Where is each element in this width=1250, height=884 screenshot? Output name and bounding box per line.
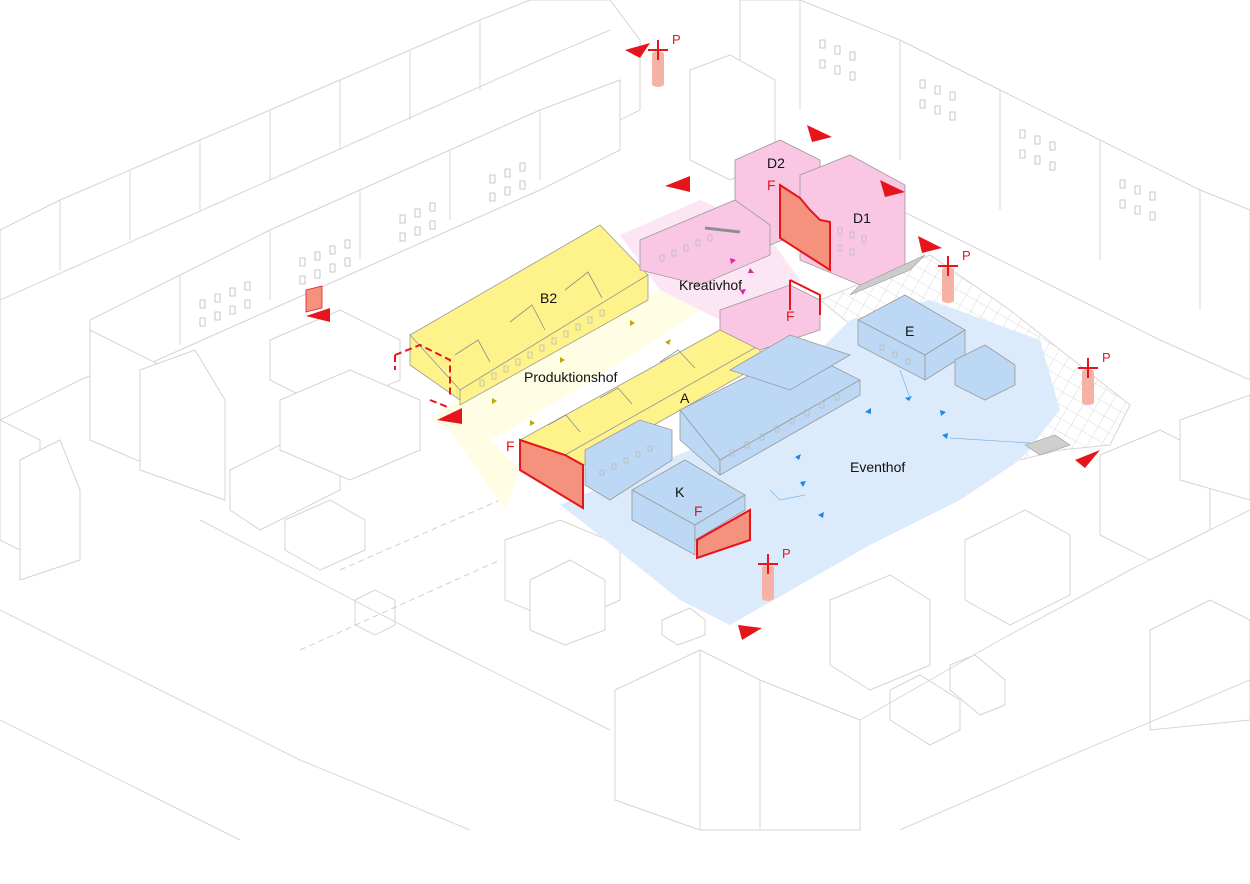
- entrance-arrows: [306, 43, 1100, 640]
- facade-windows-right: [819, 39, 1156, 221]
- arrow-icon: [905, 396, 912, 401]
- arrow-icon: [630, 320, 635, 326]
- building-e: [857, 294, 1016, 401]
- arrow-icon: [865, 408, 871, 414]
- courtyard-label-produktionshof: Produktionshof: [524, 369, 618, 385]
- courtyard-label-kreativhof: Kreativhof: [679, 277, 742, 293]
- building-label-d1: D1: [853, 210, 871, 226]
- entrance-arrow-icon: [918, 236, 942, 253]
- parking-icon: P: [1078, 350, 1111, 405]
- fire-label-k: F: [694, 503, 703, 519]
- entrance-arrow-icon: [437, 408, 462, 424]
- entrance-arrow-icon: [738, 625, 762, 640]
- building-label-e: E: [905, 323, 914, 339]
- building-k: [631, 459, 746, 556]
- arrow-icon: [795, 454, 801, 460]
- arrow-icon: [492, 398, 497, 404]
- context-buildings: [0, 0, 1250, 841]
- building-label-k: K: [675, 484, 685, 500]
- site-buildings: [409, 139, 1071, 556]
- fire-access-panel-d1: [779, 183, 831, 272]
- entrance-arrow-icon: [807, 125, 832, 142]
- arrow-icon: [818, 512, 824, 518]
- arrow-icon: [560, 357, 565, 363]
- planned-access-dashed: [394, 343, 451, 409]
- produktionshof-ground: [430, 290, 700, 510]
- fire-label-a: F: [506, 438, 515, 454]
- building-b2: [409, 224, 649, 406]
- entrance-arrow-icon: [665, 176, 690, 192]
- fire-access-panel-a: [519, 438, 584, 510]
- parking-icon: P: [648, 32, 681, 87]
- arrow-icon: [748, 268, 754, 273]
- building-label-b2: B2: [540, 290, 557, 306]
- building-connector: [584, 419, 673, 501]
- building-label-d2: D2: [767, 155, 785, 171]
- parking-markers: P P P P: [648, 32, 1111, 601]
- building-event-hall: [679, 334, 861, 476]
- fire-access-line-annex: [789, 279, 821, 315]
- entrance-arrow-icon: [880, 180, 905, 197]
- fire-access-panel-west: [305, 285, 323, 313]
- fire-label-d1: F: [767, 177, 776, 193]
- fire-access-panel-k: [696, 508, 751, 560]
- arrow-icon: [730, 258, 736, 264]
- arrow-icon: [665, 339, 671, 345]
- facade-windows-left: [199, 162, 526, 327]
- courtyard-label-eventhof: Eventhof: [850, 459, 905, 475]
- circulation-arrows: [492, 258, 1031, 518]
- parking-label: P: [672, 32, 681, 47]
- parking-label: P: [1102, 350, 1111, 365]
- entrance-arrow-icon: [306, 308, 330, 322]
- arrow-icon: [942, 433, 948, 439]
- entrance-arrow-icon: [625, 43, 650, 58]
- arrow-icon: [940, 410, 946, 416]
- parking-label: P: [962, 248, 971, 263]
- arrow-icon: [800, 481, 806, 487]
- arrow-icon: [740, 289, 746, 295]
- parking-label: P: [782, 546, 791, 561]
- parking-icon: P: [938, 248, 971, 303]
- parking-icon: P: [758, 546, 791, 601]
- fire-access-elements: [305, 183, 831, 560]
- building-label-a: A: [680, 390, 690, 406]
- labels: B2 A D2 D1 E K Produktionshof Kreativhof…: [506, 155, 914, 519]
- fire-label-annex: F: [786, 308, 795, 324]
- arrow-icon: [530, 420, 535, 426]
- entrance-arrow-icon: [1075, 450, 1100, 468]
